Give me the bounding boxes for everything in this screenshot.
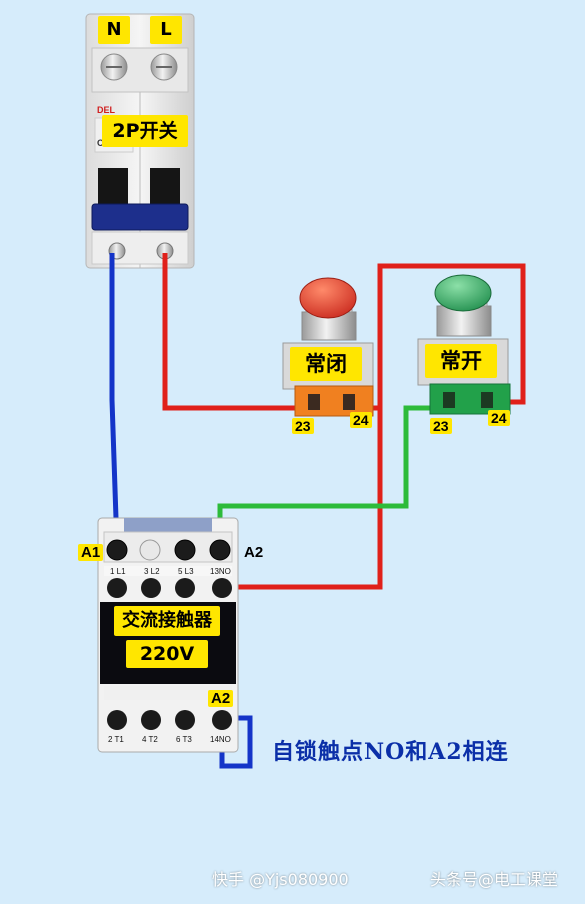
nc-term-24: 24 <box>350 412 372 428</box>
selfhold-link-blue <box>219 715 253 769</box>
breaker-l-label: L <box>150 16 182 44</box>
contactor-top-terminal <box>174 539 196 561</box>
nc-terminal-right <box>343 394 355 410</box>
contactor-a1-label: A1 <box>78 544 104 561</box>
terminal-l1 <box>107 578 127 598</box>
contactor-a2-bottom-label: A2 <box>208 690 234 707</box>
nc-red-cap[interactable] <box>299 277 357 319</box>
coil-terminal-a1 <box>106 539 128 561</box>
terminal-t3 <box>175 710 195 730</box>
no-green-cap[interactable] <box>434 274 492 312</box>
bottom-terminal-4: 14NO <box>210 735 231 744</box>
breaker-bottom-block <box>91 231 189 265</box>
wire-no23-to-a2 <box>217 405 444 548</box>
watermark-right: 头条号@电工课堂 <box>430 870 559 889</box>
live-wire-to-nc23 <box>162 253 300 411</box>
breaker-handle[interactable] <box>91 203 189 231</box>
contactor-label-strip <box>104 566 232 576</box>
no-term-24: 24 <box>488 410 510 426</box>
contactor-top-window <box>124 518 212 532</box>
no-button-label: 常开 <box>425 344 497 378</box>
contactor-title-label: 交流接触器 <box>114 606 220 636</box>
terminal-14no <box>212 710 232 730</box>
nc-button-label: 常闭 <box>290 347 362 381</box>
self-hold-note: 自锁触点NO和A2相连 <box>272 739 509 765</box>
watermark-left: 快手 @Yjs080900 <box>212 870 349 889</box>
contactor-voltage-label: 220V <box>126 640 208 668</box>
bottom-terminal-2: 4 T2 <box>142 735 158 744</box>
terminal-13no <box>212 578 232 598</box>
contactor-blank-terminal <box>139 539 161 561</box>
top-terminal-3: 5 L3 <box>178 567 194 576</box>
contactor-a2-label: A2 <box>244 544 264 561</box>
no-term-23: 23 <box>430 418 452 434</box>
contactor-lower-strip <box>104 686 232 700</box>
breaker-brand: DEL <box>97 105 116 115</box>
bottom-terminal-3: 6 T3 <box>176 735 192 744</box>
terminal-l2 <box>141 578 161 598</box>
neutral-wire-blue <box>109 253 120 549</box>
nc-term-23: 23 <box>292 418 314 434</box>
nc-terminal-left <box>308 394 320 410</box>
wire-nc24-to-13no <box>222 408 383 590</box>
breaker-title-label: 2P开关 <box>102 115 188 147</box>
top-terminal-1: 1 L1 <box>110 567 126 576</box>
contactor-terminal-numbers: 1 L1 3 L2 5 L3 13NO 2 T1 4 T2 6 T3 14NO <box>108 567 231 744</box>
terminal-t1 <box>107 710 127 730</box>
no-terminal-left <box>443 392 455 408</box>
terminal-t2 <box>141 710 161 730</box>
bottom-terminal-1: 2 T1 <box>108 735 124 744</box>
top-terminal-2: 3 L2 <box>144 567 160 576</box>
top-terminal-4: 13NO <box>210 567 231 576</box>
terminal-l3 <box>175 578 195 598</box>
coil-terminal-a2 <box>209 539 231 561</box>
no-terminal-right <box>481 392 493 408</box>
breaker-n-label: N <box>98 16 130 44</box>
